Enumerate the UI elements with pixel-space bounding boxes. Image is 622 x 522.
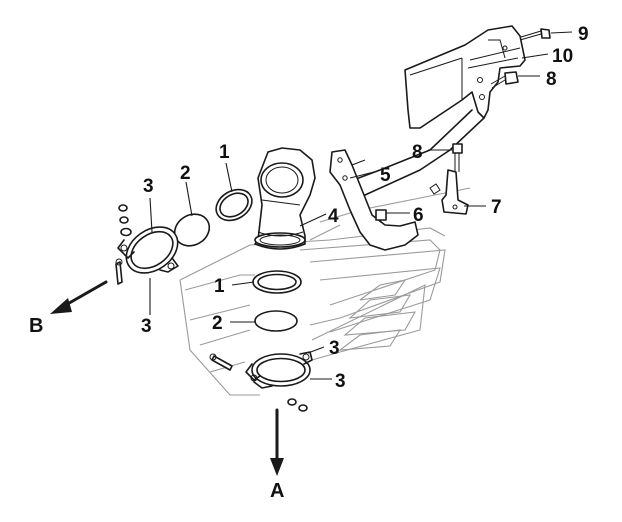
spacer-6 (375, 209, 387, 221)
direction-label-a: A (270, 480, 284, 502)
callout-3-top: 3 (143, 176, 154, 197)
callout-8-lower: 8 (412, 142, 423, 163)
bolt-9 (519, 28, 551, 41)
arrow-a (270, 408, 284, 476)
callout-2-middle: 2 (212, 313, 223, 334)
bolt-8-upper (490, 71, 519, 89)
gasket-2-middle (254, 310, 298, 332)
callout-labels: 1 2 3 4 5 6 7 8 8 9 10 1 2 3 3 3 B A (29, 24, 589, 502)
callout-1-middle: 1 (214, 276, 225, 297)
clamp-3-bottom-screw (209, 353, 233, 371)
direction-label-b: B (29, 315, 43, 337)
mounting-strap (339, 25, 526, 196)
arrow-b (50, 280, 108, 314)
o-ring-1-middle (252, 270, 302, 294)
callout-6: 6 (413, 205, 424, 226)
callout-3-right-upper: 3 (329, 338, 340, 359)
callout-3-left: 3 (141, 316, 152, 337)
callout-10: 10 (552, 46, 573, 67)
bracket-7 (429, 169, 469, 215)
o-ring-1-top (215, 188, 253, 222)
bolt-8-lower (452, 143, 463, 172)
clamp-3-left (117, 226, 179, 274)
callout-7: 7 (491, 197, 502, 218)
clamp-3-bottom (245, 351, 313, 389)
bracket-5 (329, 149, 419, 251)
callout-1-top: 1 (219, 142, 230, 163)
callout-4: 4 (328, 206, 339, 227)
clamp-3-left-nuts (118, 204, 132, 237)
callout-5: 5 (380, 165, 391, 186)
callout-2-top: 2 (180, 163, 191, 184)
callout-8-upper: 8 (546, 69, 557, 90)
clamp-3-bottom-nuts (287, 398, 308, 412)
leader-lines (149, 31, 573, 380)
clamp-3-left-screw (115, 258, 123, 285)
callout-9: 9 (578, 24, 589, 45)
callout-3-right-lower: 3 (335, 371, 346, 392)
elbow-4 (254, 147, 316, 250)
